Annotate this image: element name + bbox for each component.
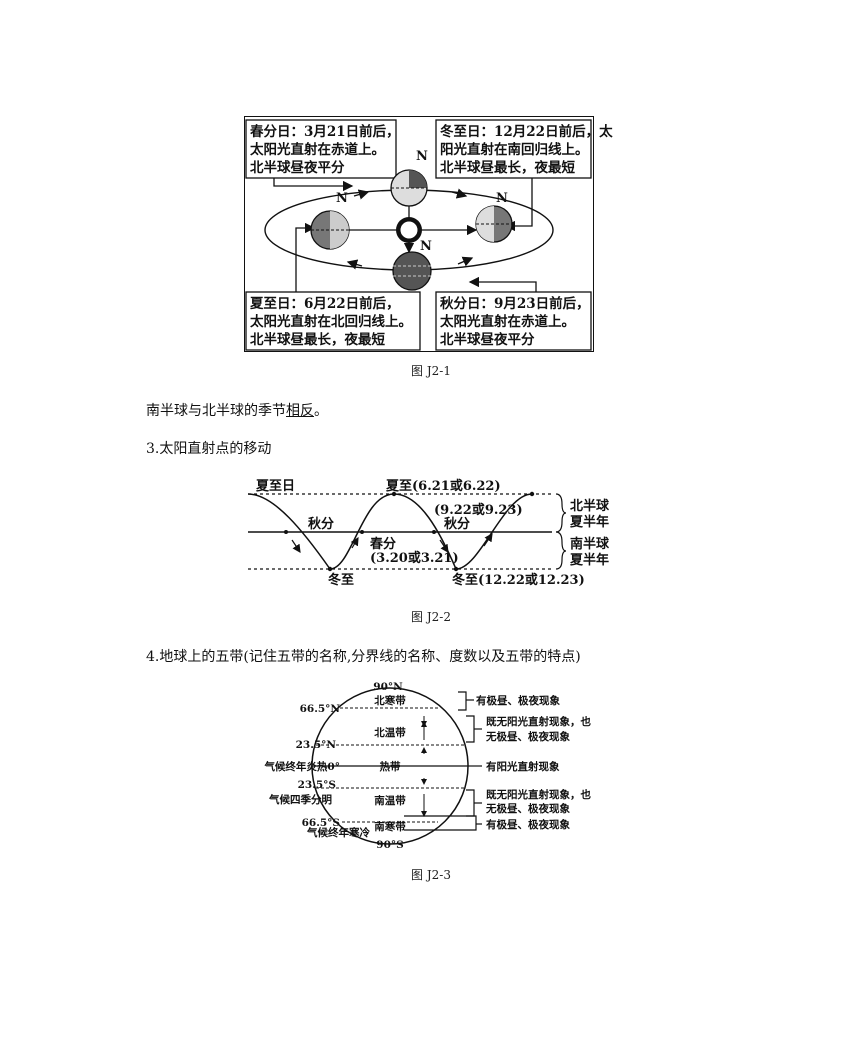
spring-line2: 太阳光直射在赤道上。 [250, 141, 385, 158]
north-label-right: N [496, 191, 508, 206]
earth-bottom-icon [392, 251, 432, 291]
autumn-line1: 秋分日：9月23日前后， [440, 295, 590, 312]
seasons-sentence: 南半球与北半球的季节相反。 [146, 400, 328, 420]
earth-top-icon [390, 169, 428, 207]
lat-0: 气候终年炎热0° [263, 760, 340, 773]
label-autumn-date: (9.22或9.23) [434, 502, 523, 518]
winter-solstice-box [435, 119, 592, 179]
autumn-line2: 太阳光直射在赤道上。 [440, 313, 575, 330]
lat-90n: 90°N [373, 681, 403, 693]
zone-tropical: 热带 [380, 760, 401, 773]
label-spring: 春分 [369, 536, 396, 552]
label-nh-2: 夏半年 [569, 514, 609, 530]
lat-235s: 23.5°S [298, 779, 336, 791]
seasons-underlined: 相反 [286, 403, 314, 419]
north-label-top: N [416, 149, 428, 164]
earth-left-icon [310, 210, 350, 250]
note-temperate-s-1: 既无阳光直射现象，也 [486, 788, 591, 801]
label-sh-1: 南半球 [570, 536, 610, 552]
lat-665s: 66.5°S [302, 817, 340, 829]
earth-orbit-figure: 春分日：3月21日前后， 太阳光直射在赤道上。 北半球昼夜平分 冬至日：12月2… [244, 116, 613, 352]
north-label-bottom: N [420, 239, 432, 254]
solar-point-movement-figure: 夏至日 夏至(6.21或6.22) (9.22或9.23) 秋分 秋分 春分 (… [247, 478, 610, 588]
lat-235s-note: 气候四季分明 [268, 793, 332, 806]
zone-south-temperate: 南温带 [374, 794, 406, 807]
north-label-left: N [336, 191, 348, 206]
winter-line2: 阳光直射在南回归线上。 [440, 141, 589, 158]
label-winter-1: 冬至 [328, 572, 354, 588]
lat-665n: 66.5°N [300, 703, 341, 715]
note-frigid-s: 有极昼、极夜现象 [486, 818, 570, 831]
sun-icon [396, 217, 422, 243]
earth-right-icon [475, 205, 513, 243]
note-frigid-n: 有极昼、极夜现象 [476, 694, 560, 707]
fig2-caption: 图 J2-2 [411, 610, 451, 624]
note-temperate-s-2: 无极昼、极夜现象 [485, 802, 570, 815]
label-autumn-1: 秋分 [308, 516, 334, 532]
heading-4: 4.地球上的五带(记住五带的名称,分界线的名称、度数以及五带的特点) [146, 649, 581, 665]
label-summer-2: 夏至(6.21或6.22) [385, 478, 501, 494]
zone-north-temperate: 北温带 [374, 726, 406, 739]
summer-line1: 夏至日：6月22日前后， [249, 295, 400, 312]
fig1-caption: 图 J2-1 [411, 364, 451, 378]
label-autumn-2: 秋分 [444, 516, 470, 532]
winter-line3: 北半球昼最长，夜最短 [440, 159, 575, 176]
spring-line1: 春分日：3月21日前后， [249, 123, 400, 140]
heading-3: 3.太阳直射点的移动 [146, 441, 272, 457]
seasons-before: 南半球与北半球的季节 [146, 403, 286, 419]
spring-equinox-box [245, 119, 397, 179]
lat-235n: 23.5°N [296, 739, 337, 751]
label-nh-1: 北半球 [570, 498, 610, 514]
note-tropical: 有阳光直射现象 [486, 760, 560, 773]
autumn-line3: 北半球昼夜平分 [440, 331, 535, 348]
note-temperate-n-2: 无极昼、极夜现象 [485, 730, 570, 743]
autumn-equinox-box [435, 291, 592, 351]
summer-solstice-box [245, 291, 421, 351]
label-winter-2: 冬至(12.22或12.23) [452, 572, 585, 588]
lat-90s: 90°S [376, 839, 403, 851]
label-sh-2: 夏半年 [569, 552, 609, 568]
lat-665s-note: 气候终年寒冷 [306, 826, 370, 839]
label-summer-start: 夏至日 [255, 479, 295, 494]
zone-south-frigid: 南寒带 [374, 820, 406, 833]
zone-north-frigid: 北寒带 [374, 694, 406, 707]
winter-line1: 冬至日：12月22日前后，太 [440, 123, 613, 140]
label-spring-date: (3.20或3.21) [370, 550, 459, 566]
summer-line3: 北半球昼最长，夜最短 [250, 331, 385, 348]
spring-line3: 北半球昼夜平分 [250, 159, 345, 176]
seasons-after: 。 [314, 403, 328, 419]
five-zones-figure: 北寒带 北温带 热带 南温带 南寒带 90°N 66.5°N 23.5°N 气候… [263, 681, 591, 851]
fig3-caption: 图 J2-3 [411, 868, 451, 882]
note-temperate-n-1: 既无阳光直射现象，也 [486, 715, 591, 728]
summer-line2: 太阳光直射在北回归线上。 [250, 313, 412, 330]
